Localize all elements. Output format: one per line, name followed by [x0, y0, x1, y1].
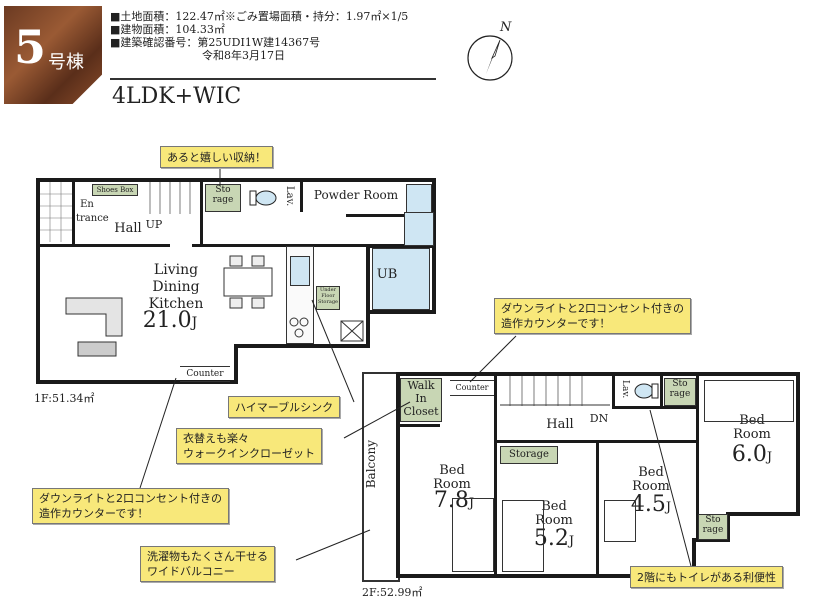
bed-3-icon [604, 500, 636, 542]
permit-number: ■建築確認番号：第25UDI1W建14367号 [110, 36, 321, 49]
sofa-icon [65, 297, 123, 357]
bed-1-icon [452, 498, 494, 572]
bedroom-2-name: Bed Room [535, 499, 573, 528]
bedroom-1-size: 7.8J [433, 488, 475, 513]
callout-sink: ハイマーブルシンク [228, 396, 341, 418]
counter-1f: Counter [180, 366, 230, 382]
stairs-2f [500, 376, 610, 406]
header-rule [110, 78, 436, 80]
building-area: ■建物面積：104.33㎡ [110, 23, 225, 36]
floor-storage: Under Floor Storage [316, 286, 340, 310]
stairs-1f [149, 182, 191, 214]
shoes-box: Shoes Box [92, 184, 138, 196]
washing-machine [404, 212, 434, 246]
powder-room-label: Powder Room [313, 188, 399, 202]
bed-4-icon [704, 380, 794, 422]
bedroom-1-name: Bed Room [433, 463, 471, 492]
ldk-name: Living Dining Kitchen [148, 262, 204, 312]
storage-2f-mid: Storage [500, 446, 558, 464]
bedroom-4-name: Bed Room [733, 413, 771, 442]
ub-label: UB [376, 267, 398, 282]
kitchen-sink [290, 256, 310, 286]
storage-2f-a: Sto rage [664, 378, 696, 406]
hall-2f-label: Hall [546, 417, 574, 432]
dn-label: DN [589, 412, 609, 425]
house-number-badge [4, 6, 102, 104]
plan-type: 4LDK+WIC [112, 84, 242, 109]
bedroom-4-size: 6.0J [731, 442, 773, 467]
floor2-area: 2F:52.99㎡ [362, 586, 423, 599]
callout-counter-1f: ダウンライトと2口コンセント付きの 造作カウンターです！ [32, 488, 229, 524]
land-area: ■土地面積：122.47㎡※ごみ置場面積・持分：1.97㎡×1/5 [110, 10, 409, 23]
dining-table-icon [223, 255, 273, 309]
storage-1f: Sto rage [205, 184, 241, 212]
callout-balcony: 洗濯物もたくさん干せる ワイドバルコニー [140, 546, 275, 582]
compass-icon [467, 35, 513, 81]
floor1-area: 1F:51.34㎡ [34, 392, 95, 405]
house-number: 5 [14, 20, 47, 74]
house-number-suffix: 号棟 [48, 52, 84, 73]
bedroom-2-size: 5.2J [533, 526, 575, 551]
washbasin [406, 184, 432, 214]
bed-2-icon [502, 500, 544, 572]
callout-counter-2f: ダウンライトと2口コンセント付きの 造作カウンターです！ [494, 298, 691, 334]
bathtub [372, 248, 430, 310]
up-label: UP [145, 218, 163, 231]
stove-icon [289, 317, 309, 338]
toilet-2f-icon [634, 383, 659, 399]
callout-toilet-2f: 2階にもトイレがある利便性 [630, 566, 783, 588]
lav-1f-label: Lav. [284, 186, 295, 207]
bedroom-3-size: 4.5J [630, 492, 672, 517]
hall-1f-label: Hall [114, 221, 142, 236]
lav-2f-label: Lav. [620, 380, 630, 399]
toilet-1f-icon [249, 190, 277, 206]
walk-in-closet: Walk In Closet [400, 378, 442, 422]
fridge-icon [340, 320, 364, 342]
property-info: ■土地面積：122.47㎡※ごみ置場面積・持分：1.97㎡×1/5 ■建物面積：… [110, 10, 408, 62]
entrance-tiles [40, 182, 72, 242]
ldk-size: 21.0J [142, 308, 198, 333]
callout-wic: 衣替えも楽々 ウォークインクローゼット [176, 428, 322, 464]
storage-2f-b: Sto rage [698, 514, 728, 540]
permit-date: 令和8年3月17日 [202, 49, 285, 62]
compass-north: N [500, 20, 512, 35]
bedroom-3-name: Bed Room [632, 465, 670, 494]
callout-storage: あると嬉しい収納！ [160, 146, 273, 168]
entrance-label: En trance [76, 199, 109, 224]
